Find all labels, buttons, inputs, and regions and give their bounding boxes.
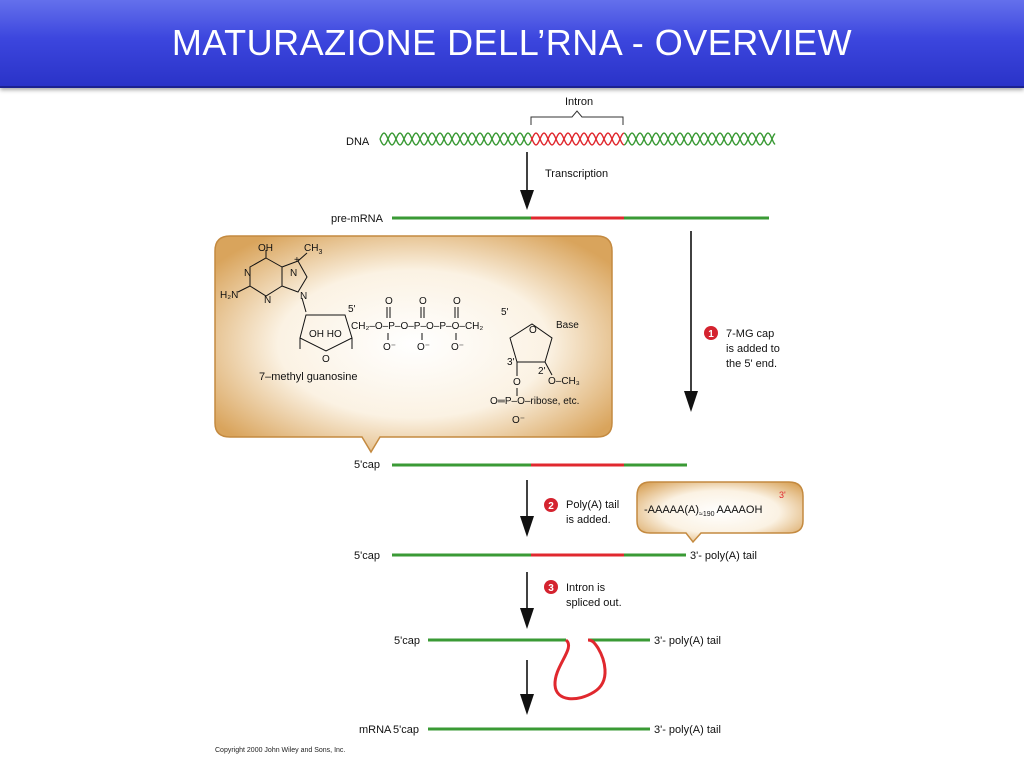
cap-label-3: 5'cap bbox=[394, 635, 420, 647]
page-title: MATURAZIONE DELL’RNA - OVERVIEW bbox=[171, 22, 853, 63]
dna-strand-2-segment-1 bbox=[379, 132, 532, 146]
two-prime-bond bbox=[544, 361, 553, 376]
plus-charge: + bbox=[294, 255, 300, 266]
step3-line1: Intron is bbox=[566, 582, 606, 594]
rna-ribose-ring bbox=[509, 323, 553, 363]
pre-mrna-label: pre-mRNA bbox=[331, 213, 384, 225]
amine-bond bbox=[237, 285, 251, 293]
three-prime-oxygen: O bbox=[513, 377, 521, 388]
polya-three-prime: 3' bbox=[779, 490, 786, 500]
dna-label: DNA bbox=[346, 136, 370, 148]
phosphate-o-minus: O⁻ bbox=[512, 415, 525, 426]
dna-strand-2-segment-2 bbox=[530, 132, 625, 146]
step3-number: 3 bbox=[548, 583, 554, 594]
base-label: Base bbox=[556, 320, 579, 331]
step1-line3: the 5' end. bbox=[726, 358, 777, 370]
cap-name: 7–methyl guanosine bbox=[259, 371, 357, 383]
step2-badge bbox=[544, 498, 558, 512]
intron-lariat bbox=[553, 638, 607, 701]
intron-label: Intron bbox=[565, 96, 593, 108]
h2n-group: H₂N bbox=[220, 290, 238, 301]
step1-line2: is added to bbox=[726, 343, 780, 355]
step1-number: 1 bbox=[708, 329, 714, 340]
triphosphate-chain: CH₂–O–P–O–P–O–P–O–CH₂ bbox=[351, 321, 483, 332]
cap-ribose-ring bbox=[299, 314, 353, 352]
cap-five-prime: 5' bbox=[348, 304, 356, 315]
dna-strand-1-segment-1 bbox=[379, 132, 532, 146]
glycosidic-bond bbox=[301, 297, 307, 313]
methyl-bond bbox=[297, 252, 308, 262]
two-prime-position: 2' bbox=[538, 366, 546, 377]
n-atom-2: N bbox=[290, 268, 297, 279]
step3-line2: spliced out. bbox=[566, 597, 622, 609]
n-atom-1: N bbox=[244, 268, 251, 279]
phosphate-3-charged-oxygen: O⁻ bbox=[451, 342, 464, 353]
rna-five-prime: 5' bbox=[501, 307, 509, 318]
guanine-five-ring bbox=[281, 260, 308, 293]
polya-box-background bbox=[636, 481, 804, 544]
transcription-label: Transcription bbox=[545, 168, 608, 180]
step2-line2: is added. bbox=[566, 514, 611, 526]
phosphate-3-double-oxygen: O bbox=[453, 296, 461, 307]
cap-label-4: 5'cap bbox=[393, 724, 419, 736]
dna-strand-2-segment-3 bbox=[623, 132, 776, 146]
step2-arrow-head bbox=[520, 516, 534, 537]
rna-ring-oxygen: O bbox=[529, 325, 537, 336]
phosphate-1-charged-oxygen: O⁻ bbox=[383, 342, 396, 353]
intron-bracket bbox=[530, 110, 624, 125]
dna-strand-1-segment-3 bbox=[623, 132, 776, 146]
ch3-group: CH3 bbox=[304, 243, 322, 256]
cap-ring-oxygen: O bbox=[322, 354, 330, 365]
step3-arrow-head bbox=[520, 608, 534, 629]
step1-line1: 7-MG cap bbox=[726, 328, 774, 340]
final-arrow-head bbox=[520, 694, 534, 715]
cap-label-1: 5'cap bbox=[354, 459, 380, 471]
och3-group: O–CH₃ bbox=[548, 376, 580, 387]
dna-helix bbox=[379, 132, 776, 146]
transcription-arrow-head bbox=[520, 190, 534, 210]
step2-number: 2 bbox=[548, 501, 554, 512]
title-bar: MATURAZIONE DELL’RNA - OVERVIEW bbox=[0, 0, 1024, 88]
step1-arrow-head bbox=[684, 391, 698, 412]
n-atom-4: N bbox=[300, 291, 307, 302]
cap-structure-box: OH CH3 + N N N N H₂N 5' OH HO O CH₂–O–P–… bbox=[214, 235, 613, 454]
phosphate-2-double-oxygen: O bbox=[419, 296, 427, 307]
phosphate-2-charged-oxygen: O⁻ bbox=[417, 342, 430, 353]
phosphate-1-double-oxygen: O bbox=[385, 296, 393, 307]
copyright: Copyright 2000 John Wiley and Sons, Inc. bbox=[215, 747, 345, 754]
cap-oh-ho: OH HO bbox=[309, 329, 342, 340]
polya-tail-label-1: 3'- poly(A) tail bbox=[690, 550, 757, 562]
cap-label-2: 5'cap bbox=[354, 550, 380, 562]
polya-tail-label-2: 3'- poly(A) tail bbox=[654, 635, 721, 647]
step2-line1: Poly(A) tail bbox=[566, 499, 619, 511]
three-prime-position: 3' bbox=[507, 357, 515, 368]
dna-strand-1-segment-2 bbox=[530, 132, 625, 146]
oh-group: OH bbox=[258, 243, 273, 254]
phosphate-oxygens: O O⁻ O O⁻ O O⁻ bbox=[383, 296, 464, 353]
step1-badge bbox=[704, 326, 718, 340]
mrna-label: mRNA bbox=[359, 724, 392, 736]
phosphate-group: O═P–O–ribose, etc. bbox=[490, 396, 579, 407]
polya-tail-label-3: 3'- poly(A) tail bbox=[654, 724, 721, 736]
cap-box-background bbox=[214, 235, 613, 454]
step3-badge bbox=[544, 580, 558, 594]
n-atom-3: N bbox=[264, 295, 271, 306]
